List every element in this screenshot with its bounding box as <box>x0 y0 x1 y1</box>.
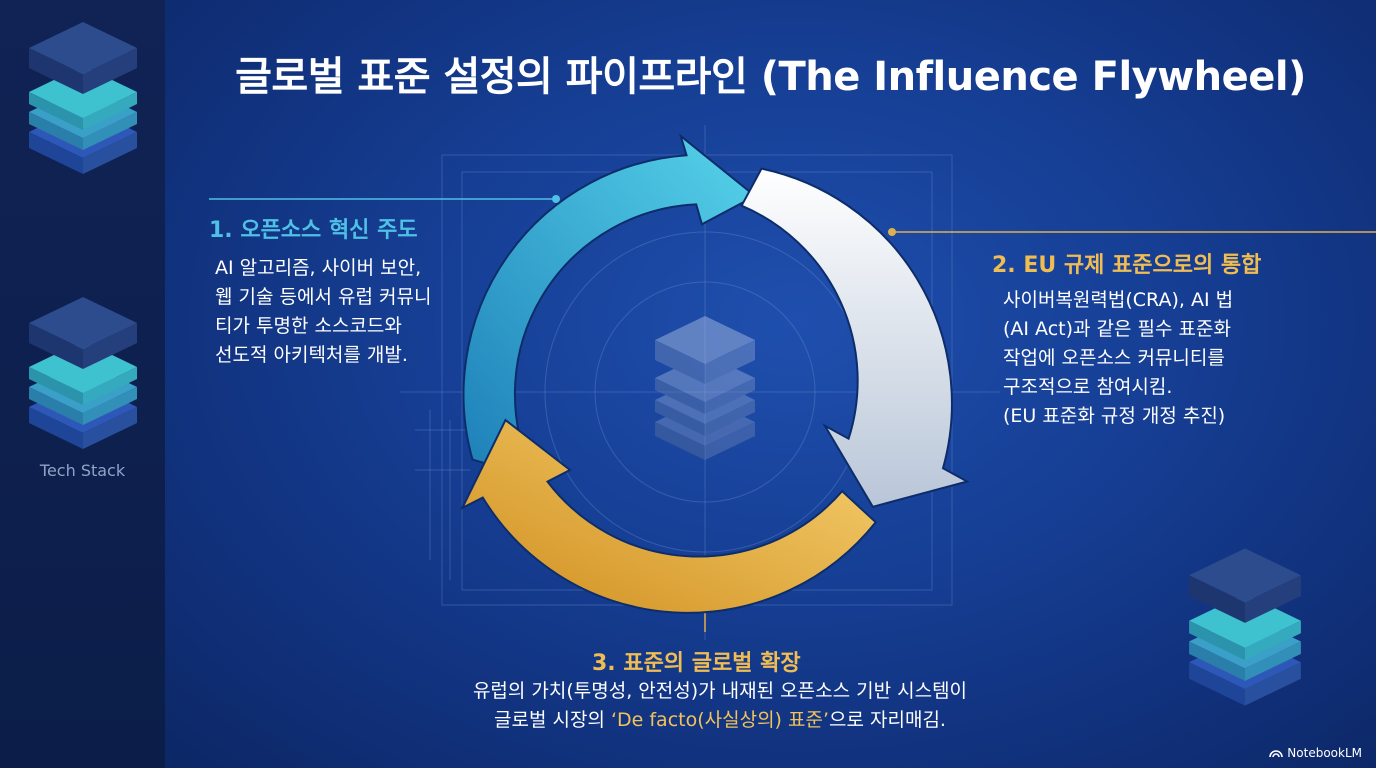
brand-watermark: NotebookLM <box>1269 746 1362 760</box>
step-3-line-pre: 글로벌 시장의 <box>494 709 611 731</box>
step-1-description: AI 알고리즘, 사이버 보안, 웹 기술 등에서 유럽 커뮤니 티가 투명한 … <box>215 254 431 370</box>
arrow-step-1 <box>462 133 757 480</box>
main-background <box>165 0 1376 768</box>
step-3-highlight: ‘De facto(사실상의) 표준’ <box>610 709 830 731</box>
step-3-line-post: 으로 자리매김. <box>829 709 946 731</box>
step-2-line: (AI Act)과 같은 필수 표준화 <box>1003 318 1231 340</box>
page-title: 글로벌 표준 설정의 파이프라인 (The Influence Flywheel… <box>235 54 1306 100</box>
step-1-line: 선도적 아키텍처를 개발. <box>215 344 408 366</box>
stack-icon-top <box>29 22 137 174</box>
step-2-line: 사이버복원력법(CRA), AI 법 <box>1003 289 1234 311</box>
sidebar-caption: Tech Stack <box>39 461 126 480</box>
stack-icon-bottom-right <box>1189 548 1301 706</box>
step-1-line: 티가 투명한 소스코드와 <box>215 315 402 337</box>
notebooklm-logo-icon <box>1269 750 1284 758</box>
stack-icon-middle <box>29 297 137 449</box>
brand-label: NotebookLM <box>1287 746 1362 760</box>
arrow-step-2 <box>740 167 970 508</box>
step-1-line: AI 알고리즘, 사이버 보안, <box>215 257 422 279</box>
step-2-line: 작업에 오픈소스 커뮤니티를 <box>1003 347 1225 369</box>
step-2-description: 사이버복원력법(CRA), AI 법 (AI Act)과 같은 필수 표준화 작… <box>1003 286 1233 431</box>
center-stack-icon <box>655 316 755 460</box>
step-3-line: 유럽의 가치(투명성, 안전성)가 내재된 오픈소스 기반 시스템이 <box>472 680 968 702</box>
step-3-line: 글로벌 시장의 ‘De facto(사실상의) 표준’으로 자리매김. <box>440 706 1000 735</box>
step-1-heading: 1. 오픈소스 혁신 주도 <box>209 218 418 243</box>
step-2-line: 구조적으로 참여시킴. <box>1003 376 1173 398</box>
step-3-heading: 3. 표준의 글로벌 확장 <box>592 651 801 676</box>
step-3-description: 유럽의 가치(투명성, 안전성)가 내재된 오픈소스 기반 시스템이 글로벌 시… <box>440 677 1000 735</box>
step-2-line: (EU 표준화 규정 개정 추진) <box>1003 405 1226 427</box>
step-1-line: 웹 기술 등에서 유럽 커뮤니 <box>215 286 432 308</box>
arrow-step-3 <box>460 418 878 614</box>
step-2-heading: 2. EU 규제 표준으로의 통합 <box>992 253 1262 278</box>
